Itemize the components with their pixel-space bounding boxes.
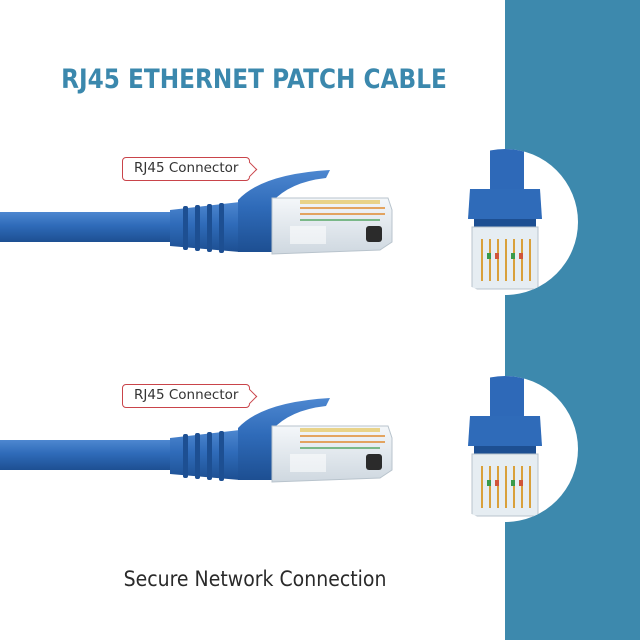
rj45-front-zoom-top [432,149,578,295]
rj45-plug-front-icon [468,376,542,517]
rj45-plug-front-icon [468,149,542,290]
rj45-front-zoom-bottom [432,376,578,522]
rj45-plug-side-icon [0,170,393,255]
connector-callout-label: RJ45 Connector [134,160,239,176]
caption-text: Secure Network Connection [123,567,387,591]
rj45-plug-side-icon [0,398,393,483]
side-accent-panel [505,0,640,640]
page-title: RJ45 ETHERNET PATCH CABLE [61,64,447,95]
connector-callout-bottom: RJ45 Connector [122,384,251,408]
connector-callout-label: RJ45 Connector [134,387,239,403]
connector-callout-top: RJ45 Connector [122,157,251,181]
